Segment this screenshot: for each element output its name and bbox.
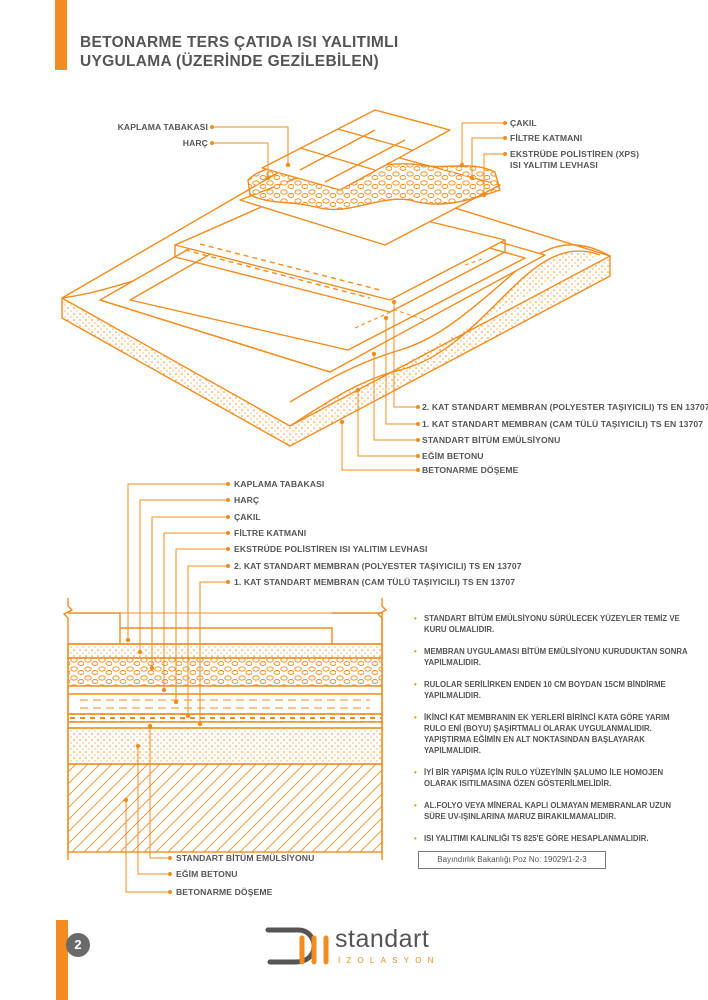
label-isi-yalitim-levhasi: ISI YALITIM LEVHASI xyxy=(510,160,598,170)
note-item: •İYİ BİR YAPIŞMA İÇİN RULO YÜZEYİNİN ŞAL… xyxy=(414,768,664,788)
note-item: •ISI YALITIMI KALINLIĞI TS 825'E GÖRE HE… xyxy=(414,834,649,843)
note-item: •RULOLAR SERİLİRKEN ENDEN 10 cm BOYDAN 1… xyxy=(414,680,666,700)
label-xps: EKSTRÜDE POLİSTİREN (XPS) xyxy=(510,149,640,159)
section-leaders xyxy=(125,483,228,893)
note-item: •AL.FOLYO veya MİNERAL KAPLI OLMAYAN MEM… xyxy=(414,801,672,821)
bullet-icon: • xyxy=(414,834,417,843)
bullet-icon: • xyxy=(414,614,417,623)
bullet-icon: • xyxy=(414,647,417,656)
page-number: 2 xyxy=(66,933,90,957)
section-label-betonarme: BETONARME DÖŞEME xyxy=(176,887,273,897)
label-2-kat-membran: 2. KAT STANDART MEMBRAN (POLYESTER TAŞIY… xyxy=(422,402,708,412)
bullet-icon: • xyxy=(414,713,417,722)
label-bitum-emulsiyonu: STANDART BİTÜM EMÜLSİYONU xyxy=(422,435,561,445)
isometric-layers xyxy=(61,109,611,447)
label-1-kat-membran: 1. KAT STANDART MEMBRAN (CAM TÜLÜ TAŞIYI… xyxy=(422,419,704,429)
note-item: •STANDART BİTÜM EMÜLSİYONU SÜRÜLECEK YÜZ… xyxy=(414,614,680,634)
note-item: •MEMBRAN UYGULAMASI BİTÜM EMÜLSİYONU KUR… xyxy=(414,647,688,667)
accent-bar xyxy=(55,0,67,70)
section-label-2-kat: 2. KAT STANDART MEMBRAN (POLYESTER TAŞIY… xyxy=(234,561,522,571)
section-label-1-kat: 1. KAT STANDART MEMBRAN (CAM TÜLÜ TAŞIYI… xyxy=(234,577,516,587)
page-title: BETONARME TERS ÇATIDA ISI YALITIMLI UYGU… xyxy=(80,33,399,71)
bullet-icon: • xyxy=(414,680,417,689)
section-label-filtre: FİLTRE KATMANI xyxy=(234,528,307,538)
section-label-bitum: STANDART BİTÜM EMÜLSİYONU xyxy=(176,853,315,863)
label-egim-betonu: EĞİM BETONU xyxy=(422,451,484,461)
footer-accent-bar xyxy=(56,920,68,1000)
bullet-icon: • xyxy=(414,768,417,777)
top-leader-dots xyxy=(210,121,507,472)
section-layers xyxy=(62,598,388,860)
brand-logo-mark xyxy=(265,927,329,965)
section-leader-dots xyxy=(123,482,230,894)
application-notes: •STANDART BİTÜM EMÜLSİYONU SÜRÜLECEK YÜZ… xyxy=(412,613,692,855)
label-cakil: ÇAKIL xyxy=(510,118,537,128)
reference-code: Bayındırlık Bakanlığı Poz No: 19029/1-2-… xyxy=(418,851,606,869)
section-label-egim: EĞİM BETONU xyxy=(176,869,238,879)
section-label-kaplama: KAPLAMA TABAKASI xyxy=(234,479,325,489)
label-betonarme-doseme: BETONARME DÖŞEME xyxy=(422,465,519,475)
brand-name: standart xyxy=(335,925,430,953)
brand-subtitle: İZOLASYON xyxy=(338,956,440,965)
section-label-cakil: ÇAKIL xyxy=(234,512,261,522)
title-line-2: UYGULAMA (ÜZERİNDE GEZİLEBİLEN) xyxy=(80,53,379,70)
bullet-icon: • xyxy=(414,801,417,810)
title-line-1: BETONARME TERS ÇATIDA ISI YALITIMLI xyxy=(80,34,399,51)
section-label-xps: EKSTRÜDE POLİSTİREN ISI YALITIM LEVHASI xyxy=(234,544,428,554)
section-label-harc: HARÇ xyxy=(234,495,260,505)
note-item: •İKİNCİ KAT MEMBRANIN EK YERLERİ BİRİNCİ… xyxy=(414,713,670,755)
label-filtre-katmani: FİLTRE KATMANI xyxy=(510,133,583,143)
label-harc: HARÇ xyxy=(182,138,208,148)
top-leaders xyxy=(212,122,505,471)
label-kaplama-tabakasi: KAPLAMA TABAKASI xyxy=(117,122,208,132)
